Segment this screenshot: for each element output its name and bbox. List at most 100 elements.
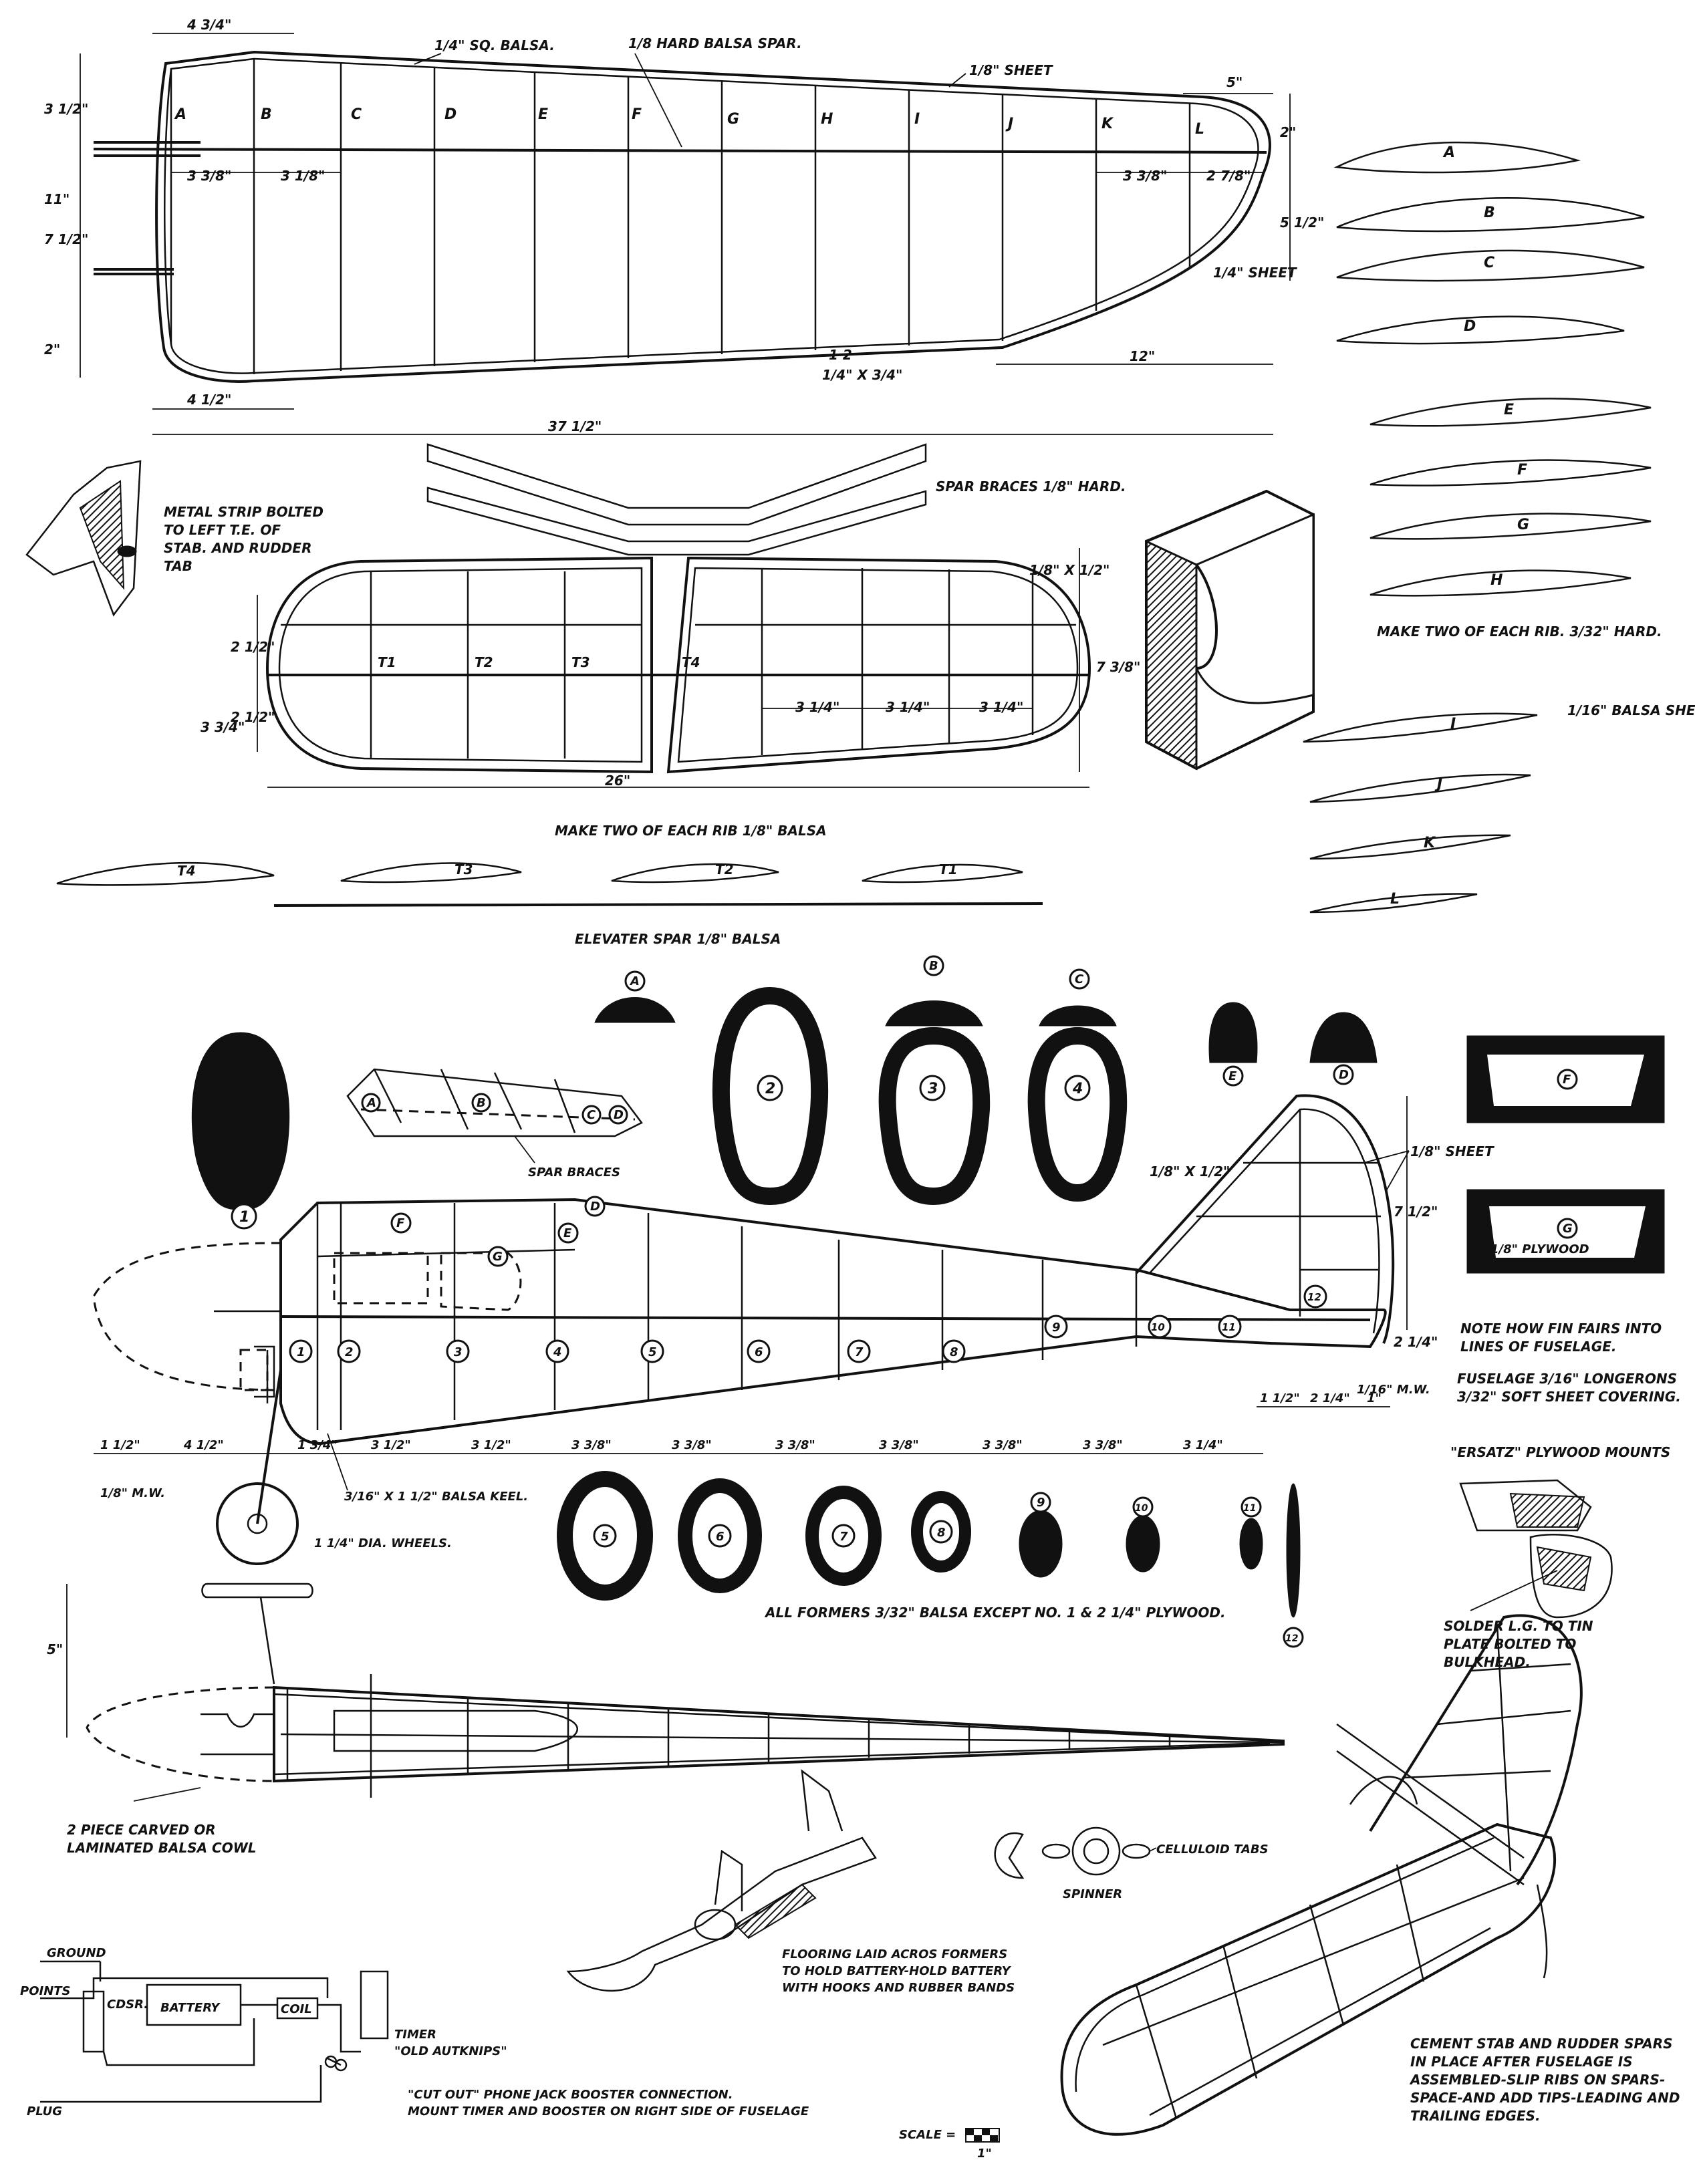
fin-fairs-note: LINES OF FUSELAGE. bbox=[1460, 1339, 1616, 1355]
former-number: 6 bbox=[716, 1530, 725, 1544]
stab-dim: 26" bbox=[605, 773, 630, 789]
former-number: 2 bbox=[765, 1081, 775, 1097]
spinner-detail: CELLULOID TABS SPINNER bbox=[994, 1826, 1269, 1901]
brace-letter: C bbox=[587, 1108, 596, 1122]
stab-dim: 2 1/2" bbox=[231, 709, 275, 725]
brace-letter: A bbox=[366, 1096, 376, 1110]
dim-4-1-2: 4 1/2" bbox=[186, 392, 231, 408]
metal-strip-line: TO LEFT T.E. OF bbox=[164, 522, 281, 538]
brace-letter: B bbox=[477, 1096, 486, 1110]
cutout-note: "CUT OUT" PHONE JACK BOOSTER CONNECTION. bbox=[408, 2088, 733, 2102]
spar-braces-detail: A B C D SPAR BRACES bbox=[346, 1068, 643, 1180]
formers-bottom: 5 6 7 8 9 10 11 12 ALL FORMERS 3/32" BAL… bbox=[557, 1471, 1304, 1648]
cowl-note: LAMINATED BALSA COWL bbox=[67, 1840, 257, 1856]
top-view-dim: 5" bbox=[47, 1641, 63, 1657]
stab-dim: 7 3/8" bbox=[1096, 659, 1140, 675]
cement-note: ASSEMBLED-SLIP RIBS ON SPARS- bbox=[1409, 2072, 1665, 2088]
station-dim: 4 1/2" bbox=[183, 1438, 224, 1452]
dim-3-1-2: 3 1/2" bbox=[44, 101, 88, 117]
former-letter: E bbox=[1228, 1069, 1237, 1083]
circuit-diagram: GROUND POINTS CDSR. BATTERY COIL TIMER "… bbox=[20, 1946, 809, 2119]
former-F: F bbox=[1563, 1073, 1571, 1087]
rib-sheet-label: 1/16" BALSA SHEET bbox=[1567, 702, 1695, 718]
rib-label: D bbox=[1464, 318, 1476, 335]
circuit-cdsr: CDSR. bbox=[107, 1998, 148, 2012]
rib-label: K bbox=[1424, 835, 1436, 851]
former-number: 3 bbox=[928, 1081, 938, 1097]
dim-37-1-2: 37 1/2" bbox=[548, 418, 602, 434]
spinner-label: SPINNER bbox=[1063, 1887, 1122, 1901]
wing-mount-block bbox=[1145, 489, 1315, 771]
wing-rib-letter: G bbox=[727, 111, 739, 128]
dim-11: 11" bbox=[44, 191, 70, 207]
fuselage-former-num: 8 bbox=[950, 1345, 958, 1359]
solder-note: PLATE BOLTED TO bbox=[1444, 1636, 1576, 1652]
former-number: 12 bbox=[1285, 1633, 1298, 1644]
formers-note: ALL FORMERS 3/32" BALSA EXCEPT NO. 1 & 2… bbox=[764, 1605, 1226, 1621]
station-dim: 3 1/2" bbox=[471, 1438, 511, 1452]
wing-te-nums: 1 2 bbox=[829, 347, 852, 363]
spar-braces-detail-label: SPAR BRACES bbox=[528, 1166, 620, 1180]
wing-ribs: A B C D E F G H I J K L MAKE TWO OF EACH… bbox=[1303, 141, 1695, 914]
flooring-note: TO HOLD BATTERY-HOLD BATTERY bbox=[782, 1964, 1012, 1978]
wing-rib-letter: E bbox=[538, 106, 548, 123]
right-notes: NOTE HOW FIN FAIRS INTO LINES OF FUSELAG… bbox=[1444, 1321, 1681, 1670]
fin-dim: 7 1/2" bbox=[1394, 1204, 1438, 1220]
former-letter: D bbox=[1339, 1068, 1349, 1082]
rib-label: I bbox=[1450, 716, 1456, 732]
fuselage-side: 1 2 3 4 5 6 7 8 9 10 11 12 F G E D 1/8" … bbox=[92, 1094, 1494, 1565]
stab-edge-label: 1/8" X 1/2" bbox=[1029, 562, 1110, 578]
metal-strip-line: METAL STRIP BOLTED bbox=[164, 504, 323, 520]
rib-label: L bbox=[1390, 891, 1400, 908]
stab-rib-profile-label: T4 bbox=[177, 863, 196, 879]
dim-3-1-8: 3 1/8" bbox=[281, 168, 325, 184]
former-letter: B bbox=[929, 959, 938, 973]
former-number: 9 bbox=[1037, 1496, 1045, 1510]
wing-rib-letter: A bbox=[174, 106, 186, 123]
wing-rib-letter: I bbox=[914, 111, 920, 128]
rib-label: E bbox=[1504, 402, 1514, 418]
station-dim: 3 3/8" bbox=[1083, 1438, 1123, 1452]
circuit-coil: COIL bbox=[281, 2002, 312, 2016]
cement-note: CEMENT STAB AND RUDDER SPARS bbox=[1410, 2036, 1673, 2052]
wing-rib-letter: J bbox=[1005, 116, 1013, 132]
metal-strip-line: TAB bbox=[164, 558, 192, 574]
stab-dim: 3 1/4" bbox=[886, 699, 930, 715]
wing-spar-label: 1/8 HARD BALSA SPAR. bbox=[628, 35, 802, 51]
station-dim: 1 1/2" bbox=[100, 1438, 140, 1452]
rib-label: G bbox=[1517, 517, 1529, 533]
stab-ribs-note: MAKE TWO OF EACH RIB 1/8" BALSA bbox=[555, 823, 827, 839]
metal-strip-detail: METAL STRIP BOLTED TO LEFT T.E. OF STAB.… bbox=[25, 460, 323, 617]
stab-rib-label: T2 bbox=[475, 654, 493, 670]
fuselage-former-num: 9 bbox=[1052, 1321, 1061, 1335]
dim-7-1-2: 7 1/2" bbox=[44, 231, 88, 247]
station-dim: 3 3/8" bbox=[775, 1438, 815, 1452]
tail-dim: 1" bbox=[1367, 1391, 1382, 1405]
fuselage-former-num: 12 bbox=[1307, 1291, 1321, 1303]
fuselage-letter-E: E bbox=[563, 1226, 572, 1240]
formers-top: 1 A 2 B 3 C 4 E D F bbox=[191, 955, 1665, 1274]
circuit-points: POINTS bbox=[20, 1984, 71, 1998]
cement-note: IN PLACE AFTER FUSELAGE IS bbox=[1410, 2054, 1633, 2070]
scale-bar: SCALE = 1" bbox=[899, 2128, 1000, 2161]
ribs-note: MAKE TWO OF EACH RIB. 3/32" HARD. bbox=[1377, 624, 1662, 640]
fin-sheet-label: 1/8" SHEET bbox=[1410, 1143, 1494, 1159]
wing-rib-letter: D bbox=[444, 106, 457, 123]
fuselage-former-num: 7 bbox=[855, 1345, 864, 1359]
stab-dim: 3 1/4" bbox=[979, 699, 1023, 715]
fuselage-former-num: 3 bbox=[454, 1345, 463, 1359]
stab-dim: 2 1/2" bbox=[231, 639, 275, 655]
stab-dim: 3 3/4" bbox=[201, 719, 245, 735]
circuit-timer: TIMER bbox=[394, 2028, 436, 2042]
metal-strip-line: STAB. AND RUDDER bbox=[164, 540, 311, 556]
former-number: 4 bbox=[1072, 1081, 1083, 1097]
elevator-spar-label: ELEVATER SPAR 1/8" BALSA bbox=[575, 931, 781, 947]
tail-assembly-3d: CEMENT STAB AND RUDDER SPARS IN PLACE AF… bbox=[1060, 1614, 1680, 2136]
dim-12: 12" bbox=[1130, 348, 1155, 364]
tail-dim: 1 1/2" bbox=[1260, 1391, 1300, 1405]
rib-label: C bbox=[1484, 255, 1494, 271]
station-dim: 3 1/4" bbox=[1183, 1438, 1223, 1452]
fuselage-note: FUSELAGE 3/16" LONGERONS bbox=[1457, 1371, 1677, 1387]
fuselage-letter-D: D bbox=[590, 1200, 600, 1214]
former-number: 8 bbox=[937, 1526, 946, 1540]
